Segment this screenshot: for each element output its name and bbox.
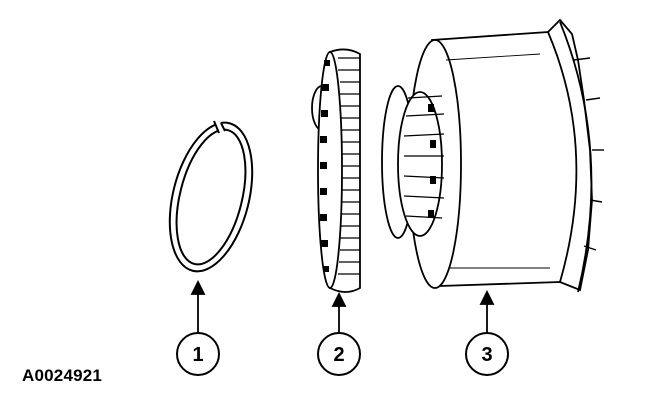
sun-gear [311, 48, 361, 293]
callout-1: 1 [176, 332, 220, 376]
callout-arrows [190, 279, 495, 333]
svg-text:1: 1 [192, 344, 203, 366]
svg-text:3: 3 [481, 344, 492, 366]
callout-3: 3 [465, 332, 509, 376]
callout-2: 2 [317, 332, 361, 376]
snap-ring [168, 118, 254, 273]
figure-reference-id: A0024921 [22, 366, 103, 385]
svg-text:2: 2 [333, 344, 344, 366]
drum-assembly [381, 18, 604, 293]
